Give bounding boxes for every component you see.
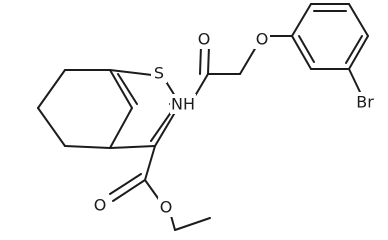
atom-labels: S NH O O Br O O [92,29,378,217]
bond [117,73,138,105]
ester-carbonyl-oxygen-label-bg [92,195,108,215]
ester-alkoxy-oxygen-atom-label: O [160,198,173,217]
bond [348,35,369,70]
amide-oxygen-label-bg [196,29,212,49]
bromine-atom-label: Br [356,93,374,112]
bond [109,145,156,149]
bond [109,173,142,195]
ether-oxygen-label-bg [254,29,270,49]
bond [174,217,211,231]
bond [291,3,312,37]
sulfur-atom-label: S [154,64,164,83]
bond [144,179,161,202]
ethyl-ester [109,145,211,231]
bond [291,35,312,70]
sulfur-label-bg [151,63,167,83]
bond [348,3,369,37]
bond [64,145,111,149]
bond [194,73,209,97]
bromine-label-bg [352,92,378,112]
bond [109,69,153,76]
bond [207,45,210,75]
bond [345,35,363,64]
ester-alkoxy-oxygen-label-bg [158,197,174,217]
bond [37,107,66,147]
thiophene-ring [109,69,181,149]
bond [112,179,146,202]
bond [109,107,133,149]
ester-carbonyl-oxygen-atom-label: O [94,196,107,215]
bond [109,69,133,109]
cyclohexane-ring [37,69,111,149]
amide-nitrogen-atom-label: NH [171,95,195,114]
ether-oxygen-atom-label: O [256,30,269,49]
bromophenyl-ring [291,3,369,93]
bond [144,145,156,181]
bond [239,46,257,75]
bond [37,69,66,109]
bond [298,35,315,63]
bond [199,45,202,75]
bond [348,68,361,93]
amide-nitrogen-label-bg [170,94,196,114]
amide-oxygen-atom-label: O [198,30,211,49]
